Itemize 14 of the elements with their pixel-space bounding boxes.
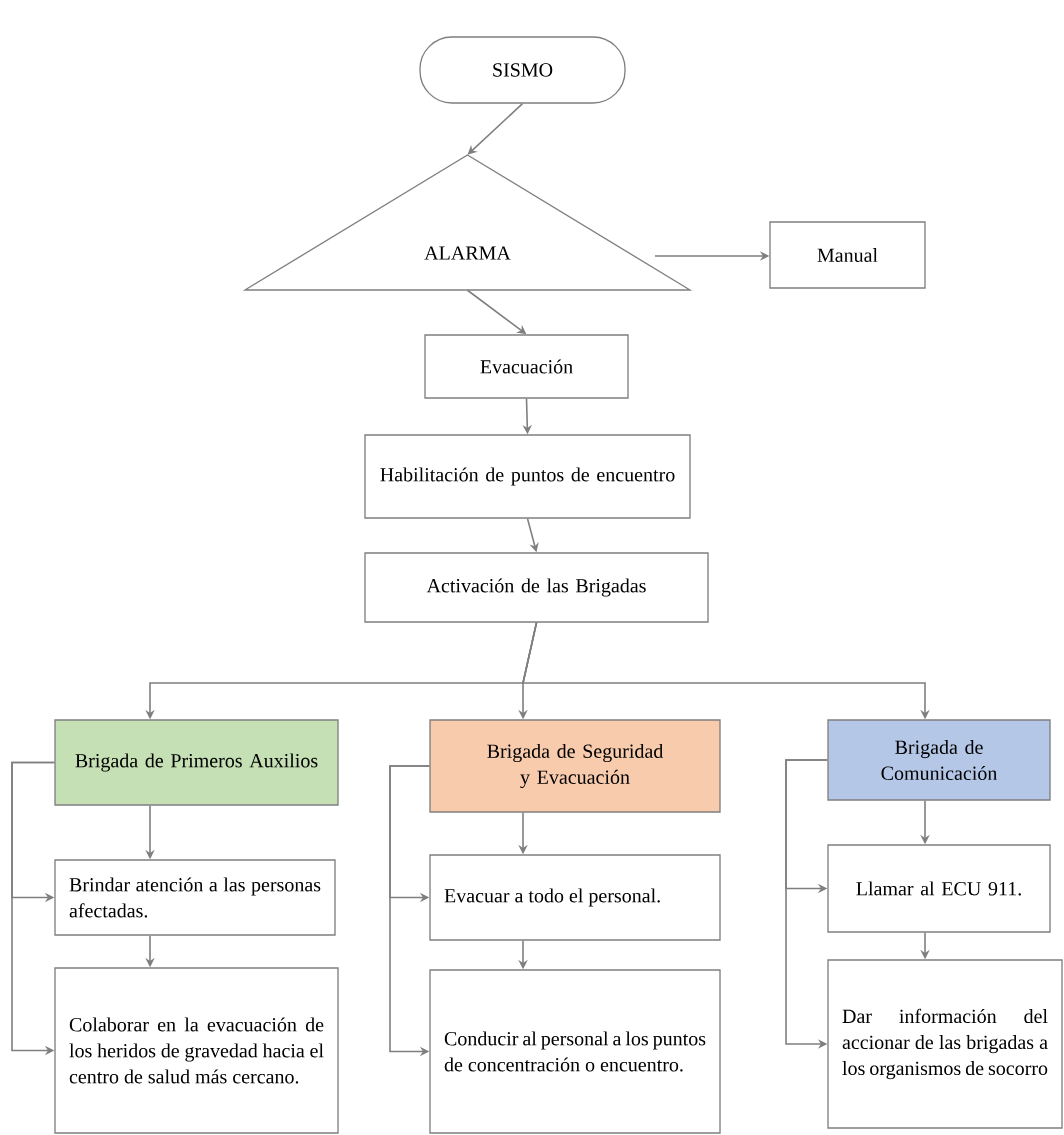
brigade-box: Brigada de Seguridad y Evacuación (429, 719, 721, 813)
terminal-box: SISMO (419, 36, 626, 104)
brigade-box: Brigada de Comunicación (827, 719, 1051, 801)
brigade-box: Brigada de Primeros Auxilios (54, 719, 339, 806)
process-box: Evacuación (424, 334, 629, 399)
task-box: Llamar al ECU 911. (827, 844, 1051, 933)
process-box: Habilitación de puntos de encuentro (364, 434, 691, 519)
task-box: Dar información del accionar de las brigadas a los organismos de socorro (827, 959, 1063, 1129)
task-box: Brindar atención a las personas afectadas. (54, 859, 336, 936)
process-box: Manual (769, 221, 926, 289)
task-box: Evacuar a todo el personal. (429, 854, 721, 941)
process-box: Activación de las Brigadas (364, 552, 709, 623)
task-box: Colaborar en la evacuación de los heridos de gravedad hacia el centro de salud más cercano. (54, 967, 339, 1134)
task-box: Conducir al personal a los puntos de concentración o encuentro. (429, 969, 721, 1134)
